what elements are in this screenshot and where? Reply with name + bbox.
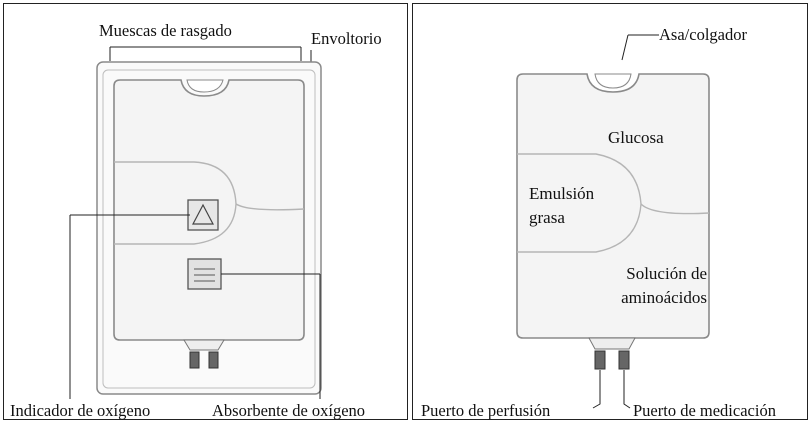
lipid-emulsion-label: Emulsión grasa [529, 182, 594, 230]
port-manifold [588, 337, 636, 350]
oxygen-indicator-symbol [192, 203, 214, 225]
hanger-slot [186, 79, 224, 93]
oxygen-indicator-label: Indicador de oxígeno [10, 401, 151, 420]
hanger-leader [621, 34, 629, 61]
left-port [189, 351, 200, 369]
medication-port [618, 350, 630, 370]
oxygen-absorber-box [187, 258, 222, 290]
right-panel-bag-chambers: Asa/colgador Glucosa Emulsión grasa Solu… [412, 3, 808, 420]
amino-line1: Solución de [626, 264, 707, 283]
right-port [208, 351, 219, 369]
oxygen-absorber-label: Absorbente de oxígeno [212, 401, 366, 420]
amino-acids-label: Solución de aminoácidos [581, 262, 707, 310]
infusion-port-label: Puerto de perfusión [421, 401, 551, 420]
overwrap-inner-seal [102, 69, 316, 389]
port-manifold [183, 339, 225, 351]
overwrap-label: Envoltorio [311, 29, 382, 48]
infusion-port [594, 350, 606, 370]
left-panel-overwrapped-bag: Muescas de rasgado Envoltorio Indicador … [3, 3, 408, 420]
overwrapped-bag-drawing [69, 46, 322, 399]
tear-notches-label: Muescas de rasgado [99, 21, 232, 40]
glucose-amino-seal [235, 203, 305, 211]
infusion-port-leader [592, 370, 601, 409]
lipid-emulsion-line2: grasa [529, 208, 565, 227]
lipid-emulsion-line1: Emulsión [529, 184, 595, 203]
hanger-slot [594, 73, 632, 89]
bag-chambers-drawing [516, 34, 710, 409]
glucose-amino-seal [640, 203, 710, 215]
medication-port-label: Puerto de medicación [633, 401, 776, 420]
glucose-label: Glucosa [608, 128, 664, 147]
medication-port-leader [623, 370, 631, 409]
hanger-label: Asa/colgador [659, 25, 747, 44]
amino-line2: aminoácidos [621, 288, 707, 307]
bag-body [516, 73, 710, 339]
